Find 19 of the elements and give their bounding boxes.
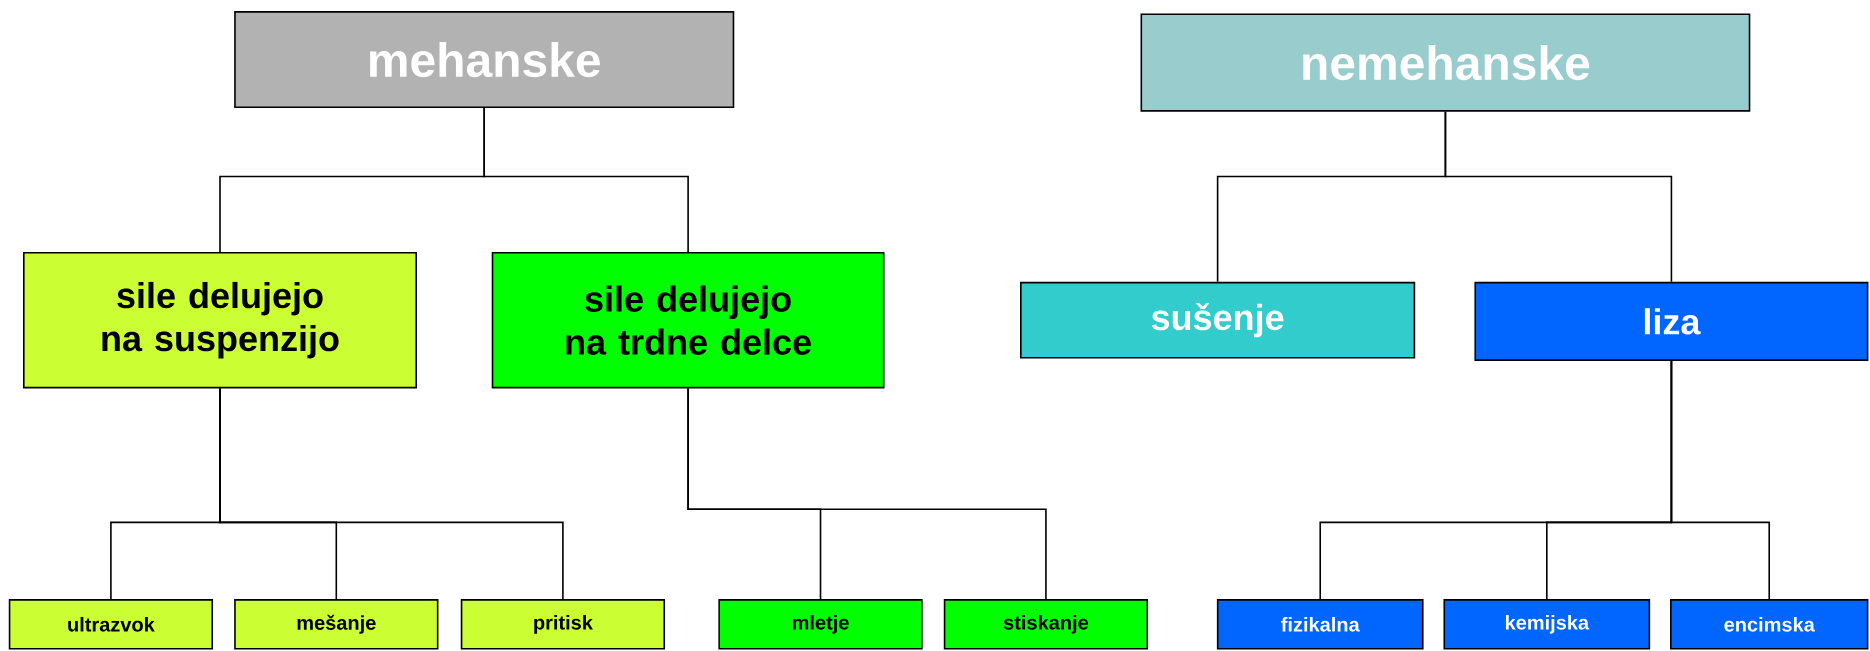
category-box: nemehanske [1140, 13, 1751, 112]
category-box: mehanske [234, 11, 735, 109]
connector-line [219, 387, 564, 600]
method-box: sušenje [1020, 281, 1416, 359]
technique-box: ultrazvok [8, 599, 214, 650]
technique-box: encimska [1670, 599, 1869, 650]
connector-line [1670, 360, 1770, 600]
method-box: sile delujejo na trdne delce [491, 252, 885, 389]
connector-line [687, 387, 1047, 600]
method-box: sile delujejo na suspenzijo [23, 252, 417, 389]
technique-box: kemijska [1443, 599, 1651, 650]
connector-line [1444, 110, 1673, 283]
technique-box: fizikalna [1216, 599, 1424, 650]
technique-box: pritisk [460, 599, 666, 650]
connector-line [483, 107, 689, 253]
technique-box: mešanje [234, 599, 439, 650]
technique-box: stiskanje [943, 599, 1149, 650]
technique-box: mletje [718, 599, 923, 650]
method-box: liza [1474, 281, 1869, 361]
